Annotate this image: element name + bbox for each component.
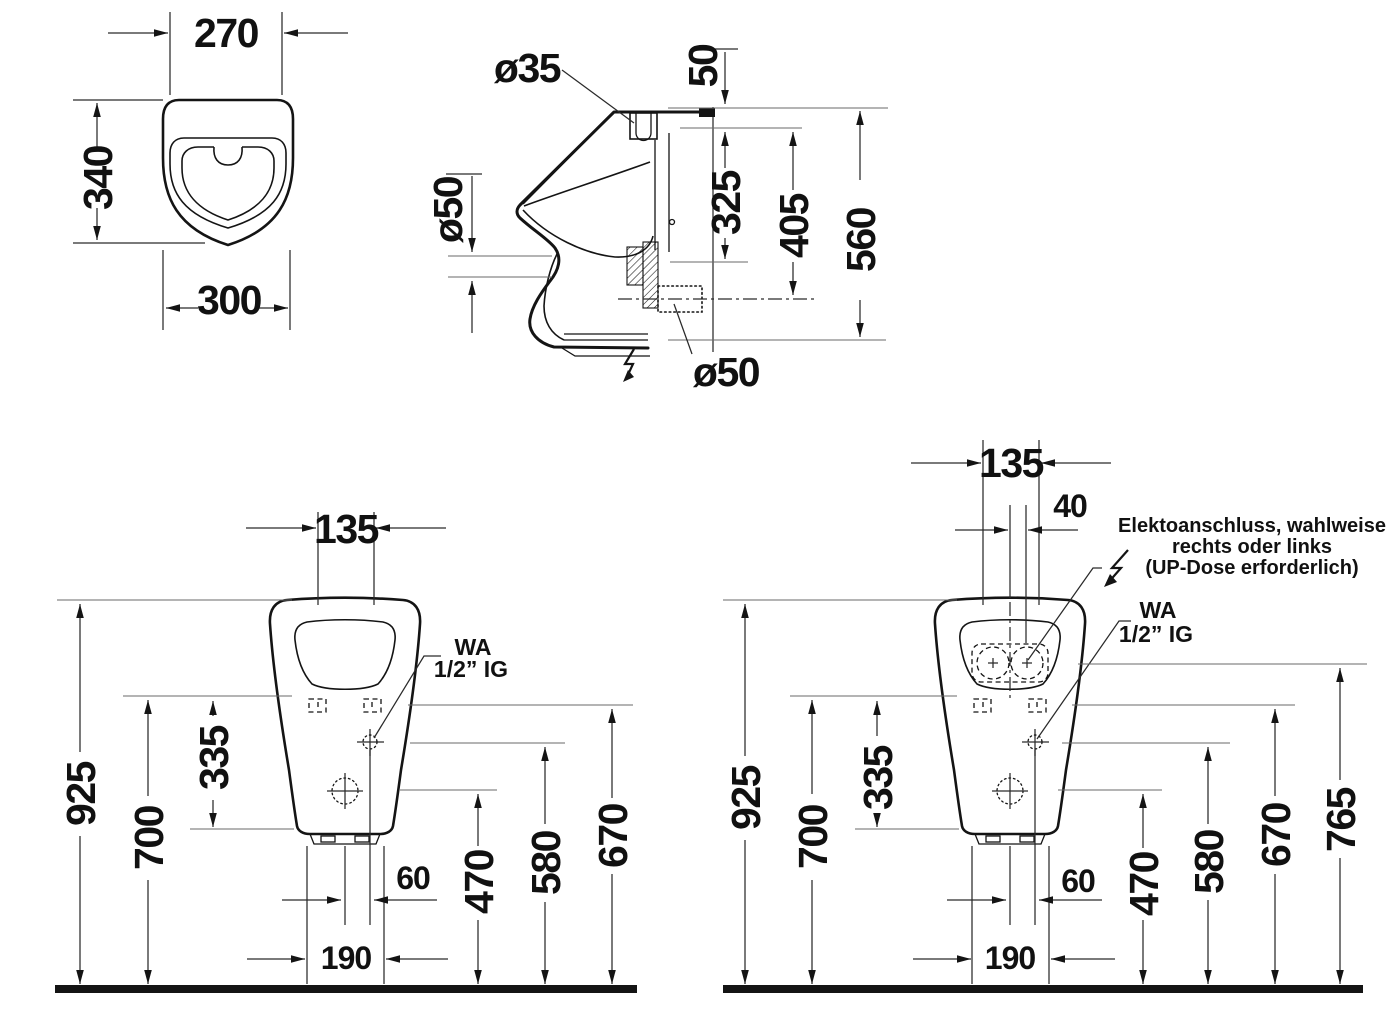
urinal-front-body [268, 596, 422, 986]
dim-body-span-e: 335 [855, 745, 901, 810]
dim-plan-height: 340 [75, 145, 121, 210]
plan-inlet-nozzle [213, 146, 243, 166]
wa-label: WA [454, 634, 491, 660]
outlet-spud [626, 246, 644, 286]
dim-overall-height: 560 [838, 207, 884, 272]
dim-install-height-e: 925 [723, 765, 769, 830]
dim-fixing-height: 670 [590, 803, 636, 868]
plan-view: 270 340 300 [73, 10, 348, 330]
lightning-bolt-icon-electric [1106, 549, 1129, 585]
dim-outlet-diameter: ø50 [425, 176, 471, 243]
updose-outline [971, 643, 1049, 683]
inlet-spud [629, 112, 658, 140]
dim-base-width-e: 190 [985, 940, 1036, 976]
dim-base-width: 190 [321, 940, 372, 976]
dim-trap-height: 470 [456, 849, 502, 914]
floor-line-electric [723, 985, 1363, 993]
electric-note-line2: rechts oder links [1172, 536, 1332, 558]
dim-body-span: 335 [191, 725, 237, 790]
plan-outer-outline [161, 98, 295, 247]
dim-wa-height-e: 580 [1186, 829, 1232, 894]
dim-top-clearance: 50 [680, 44, 726, 87]
section-back-channel [654, 133, 670, 252]
dim-fixing-height-e: 670 [1253, 802, 1299, 867]
dim-trap-height-e: 470 [1121, 851, 1167, 916]
dim-wa-offset: 60 [396, 860, 430, 896]
outlet-flange [642, 241, 659, 309]
lightning-bolt-icon [623, 348, 635, 380]
wa-thread-label: 1/2” IG [434, 656, 508, 682]
front-view: 135 WA 1/2” IG 925 700 335 60 190 470 [55, 506, 637, 993]
section-detail-hole [668, 218, 676, 226]
dim-electric-height: 765 [1318, 787, 1364, 852]
section-view: ø35 50 325 405 560 ø50 ø50 [425, 44, 888, 395]
floor-line [55, 985, 637, 993]
dim-wa-height: 580 [523, 830, 569, 895]
dim-plan-width-max: 300 [197, 277, 262, 323]
front-view-electric: 135 40 Elektoanschluss, wahlweise rechts… [723, 440, 1386, 993]
section-outer-profile [515, 110, 714, 350]
updose-right [1010, 646, 1044, 680]
section-sump-inner [543, 253, 565, 341]
dim-plan-width-top: 270 [194, 10, 259, 56]
dim-rim-height-e: 700 [790, 804, 836, 869]
section-base-lines [561, 333, 650, 357]
plan-bowl-line [181, 146, 275, 221]
dim-outlet-pipe-diameter: ø50 [693, 349, 760, 395]
updose-left [976, 646, 1010, 680]
dim-inlet-to-trap: 325 [703, 170, 749, 235]
dim-electric-offset: 40 [1053, 488, 1087, 524]
dim-wa-offset-e: 60 [1061, 863, 1095, 899]
dim-rim-height: 700 [126, 805, 172, 870]
dim-fixing-spacing: 135 [314, 506, 379, 552]
plan-rim-line [169, 137, 287, 229]
section-water-curve [523, 161, 651, 207]
dim-inlet-diameter: ø35 [494, 45, 561, 91]
dim-fixing-spacing-e: 135 [979, 440, 1044, 486]
dim-install-height: 925 [58, 761, 104, 826]
dim-inlet-to-outlet: 405 [771, 193, 817, 258]
wa-thread-label-e: 1/2” IG [1119, 621, 1193, 647]
electric-note-line1: Elektoanschluss, wahlweise [1118, 515, 1386, 537]
section-inner-slope [522, 118, 608, 205]
wa-label-e: WA [1139, 597, 1176, 623]
electric-note-line3: (UP-Dose erforderlich) [1145, 557, 1358, 579]
